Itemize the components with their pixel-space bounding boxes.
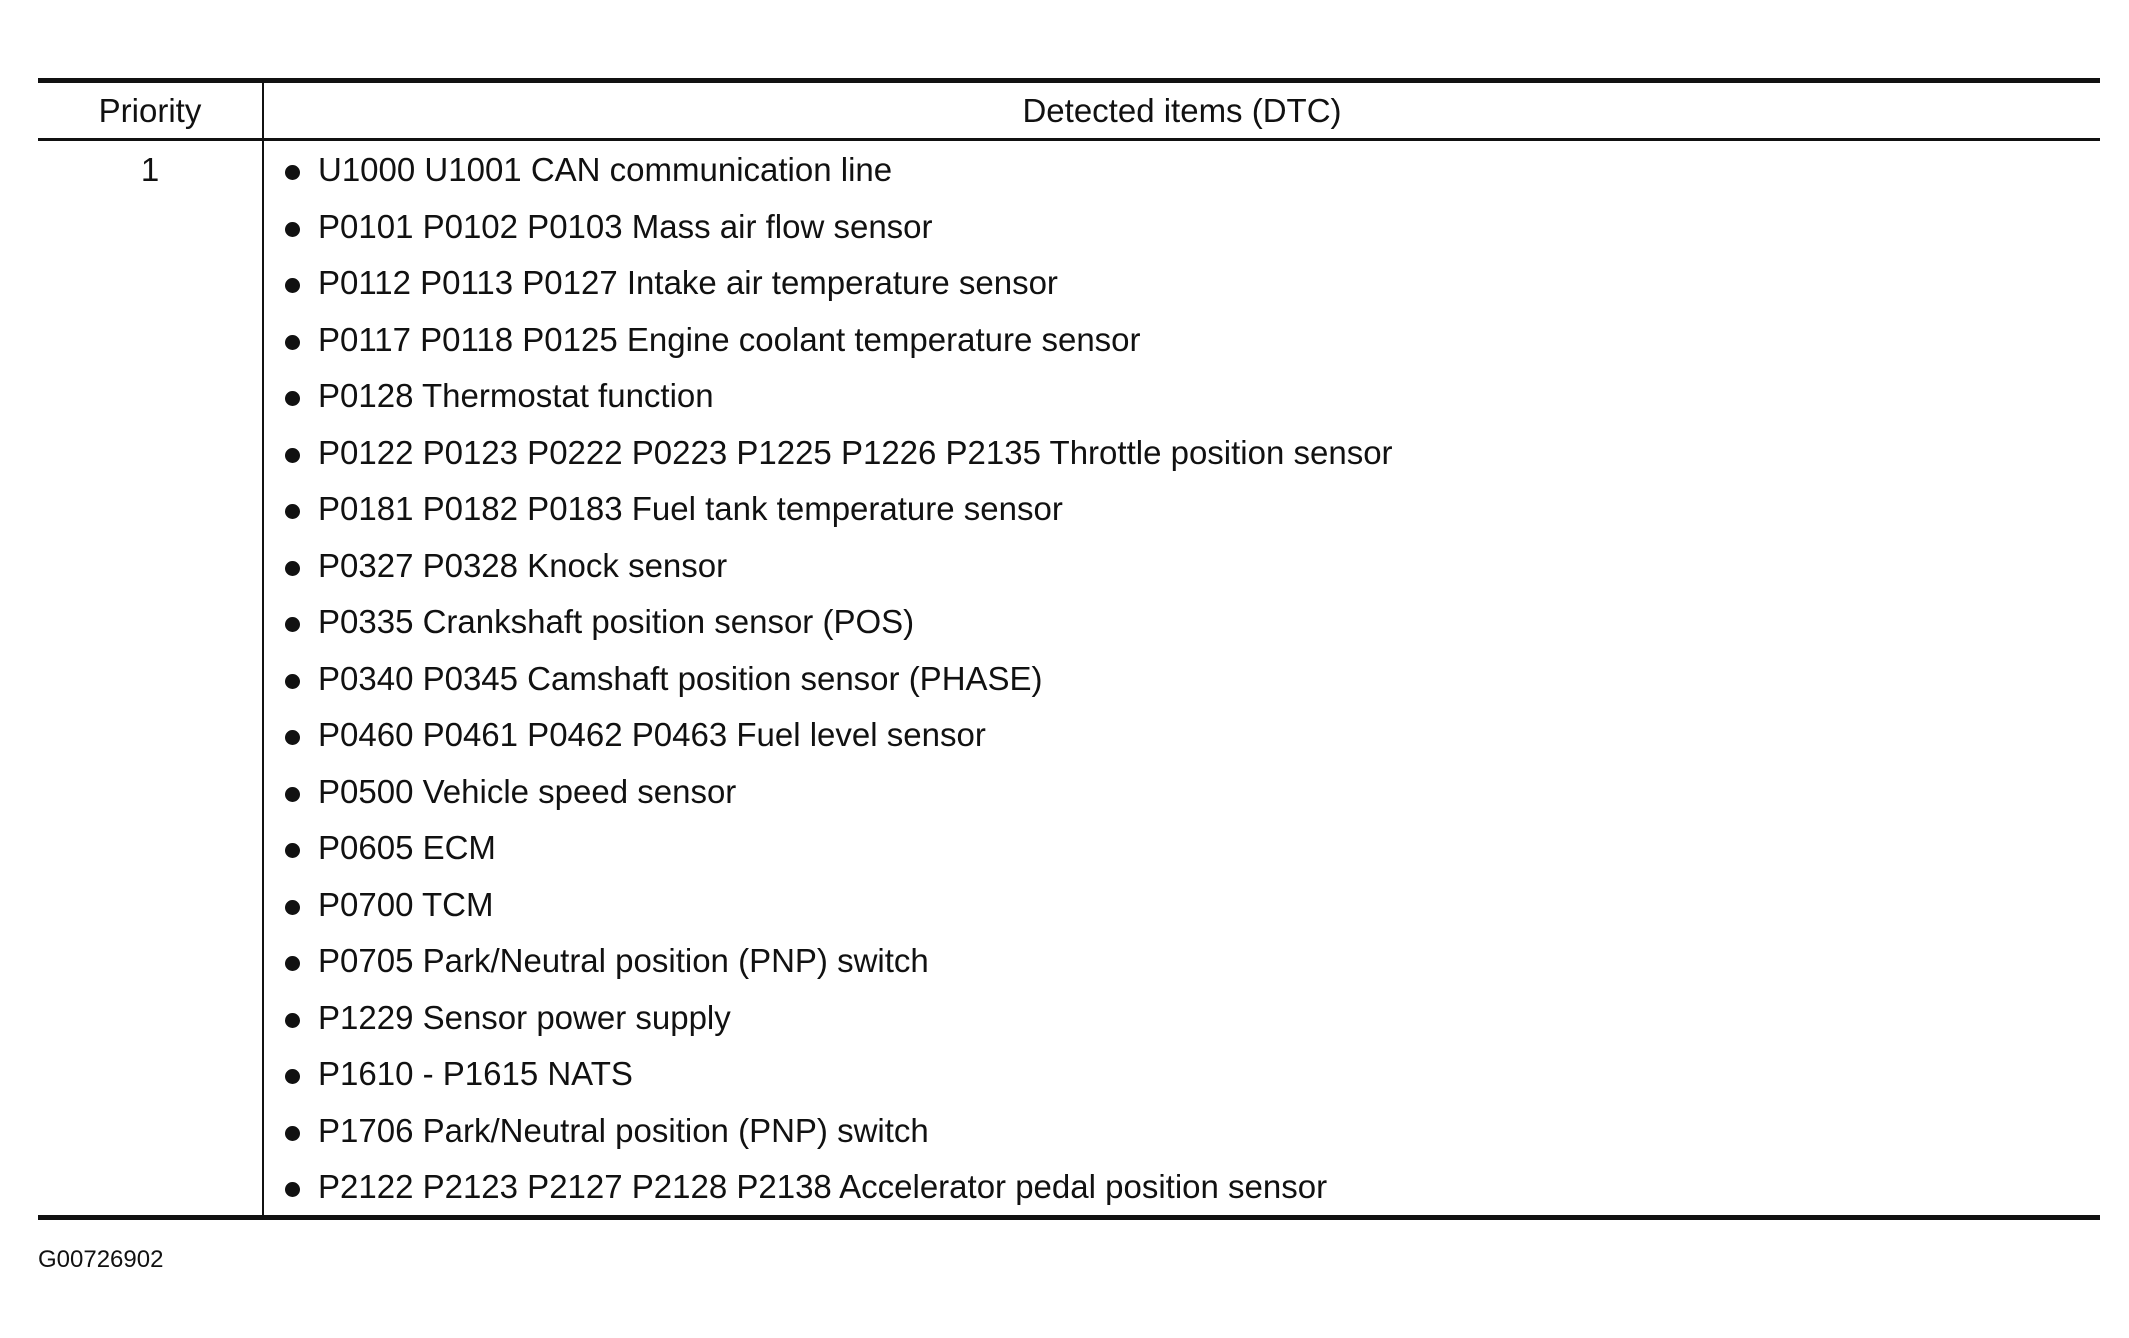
bullet-icon [285,730,300,745]
figure-id: G00726902 [38,1246,164,1273]
list-item: P0335 Crankshaft position sensor (POS) [285,600,1393,657]
list-item: P2122 P2123 P2127 P2128 P2138 Accelerato… [285,1165,1393,1222]
bullet-icon [285,1012,300,1028]
dtc-item-text: P0700 TCM [318,885,494,923]
bullet-icon [285,843,300,858]
dtc-item-text: P0500 Vehicle speed sensor [318,772,737,810]
list-item: P0460 P0461 P0462 P0463 Fuel level senso… [285,713,1393,770]
column-divider [262,80,264,1218]
list-item: U1000 U1001 CAN communication line [285,148,1393,205]
dtc-item-text: P0340 P0345 Camshaft position sensor (PH… [318,659,1043,697]
dtc-item-text: P0122 P0123 P0222 P0223 P1225 P1226 P213… [318,433,1393,471]
dtc-item-text: P0112 P0113 P0127 Intake air temperature… [318,264,1058,301]
dtc-item-text: P0705 Park/Neutral position (PNP) switch [318,942,929,979]
table-top-rule [38,78,2100,83]
list-item: P0117 P0118 P0125 Engine coolant tempera… [285,318,1393,375]
list-item: P0700 TCM [285,883,1393,940]
dtc-list: U1000 U1001 CAN communication line P0101… [285,148,1393,1222]
dtc-priority-table: Priority Detected items (DTC) 1 U1000 U1… [38,78,2100,1220]
bullet-icon [285,504,300,519]
bullet-icon [285,221,300,237]
list-item: P0705 Park/Neutral position (PNP) switch [285,939,1393,996]
dtc-item-text: P1706 Park/Neutral position (PNP) switch [318,1111,929,1149]
bullet-icon [285,673,300,689]
bullet-icon [285,1125,300,1141]
bullet-icon [285,1182,300,1197]
bullet-icon [285,617,300,632]
bullet-icon [285,447,300,463]
list-item: P0181 P0182 P0183 Fuel tank temperature … [285,487,1393,544]
dtc-item-text: P0460 P0461 P0462 P0463 Fuel level senso… [318,716,986,753]
list-item: P0128 Thermostat function [285,374,1393,431]
bullet-icon [285,956,300,971]
bullet-icon [285,278,300,293]
list-item: P0112 P0113 P0127 Intake air temperature… [285,261,1393,318]
dtc-item-text: P1610 - P1615 NATS [318,1055,633,1092]
dtc-item-text: U1000 U1001 CAN communication line [318,151,893,188]
bullet-icon [285,560,300,576]
dtc-item-text: P0327 P0328 Knock sensor [318,546,728,584]
dtc-item-text: P0117 P0118 P0125 Engine coolant tempera… [318,320,1141,358]
dtc-item-text: P0335 Crankshaft position sensor (POS) [318,603,915,640]
list-item: P1610 - P1615 NATS [285,1052,1393,1109]
bullet-icon [285,334,300,350]
list-item: P0101 P0102 P0103 Mass air flow sensor [285,205,1393,262]
priority-value: 1 [140,151,160,188]
list-item: P1706 Park/Neutral position (PNP) switch [285,1109,1393,1166]
list-item: P0605 ECM [285,826,1393,883]
dtc-item-text: P0605 ECM [318,829,496,866]
list-item: P0340 P0345 Camshaft position sensor (PH… [285,657,1393,714]
priority-column-header: Priority [98,92,202,129]
list-item: P0500 Vehicle speed sensor [285,770,1393,827]
bullet-icon [285,899,300,915]
dtc-item-text: P0101 P0102 P0103 Mass air flow sensor [318,207,933,245]
bullet-icon [285,1069,300,1084]
table-bottom-rule [38,1215,2100,1220]
bullet-icon [285,391,300,406]
table-header-rule [38,138,2100,141]
dtc-item-text: P0181 P0182 P0183 Fuel tank temperature … [318,490,1063,527]
bullet-icon [285,165,300,180]
detected-items-column-header: Detected items (DTC) [1022,92,1342,129]
bullet-icon [285,786,300,802]
list-item: P0327 P0328 Knock sensor [285,544,1393,601]
dtc-item-text: P2122 P2123 P2127 P2128 P2138 Accelerato… [318,1168,1328,1205]
list-item: P1229 Sensor power supply [285,996,1393,1053]
list-item: P0122 P0123 P0222 P0223 P1225 P1226 P213… [285,431,1393,488]
dtc-item-text: P0128 Thermostat function [318,377,714,414]
dtc-item-text: P1229 Sensor power supply [318,998,731,1036]
